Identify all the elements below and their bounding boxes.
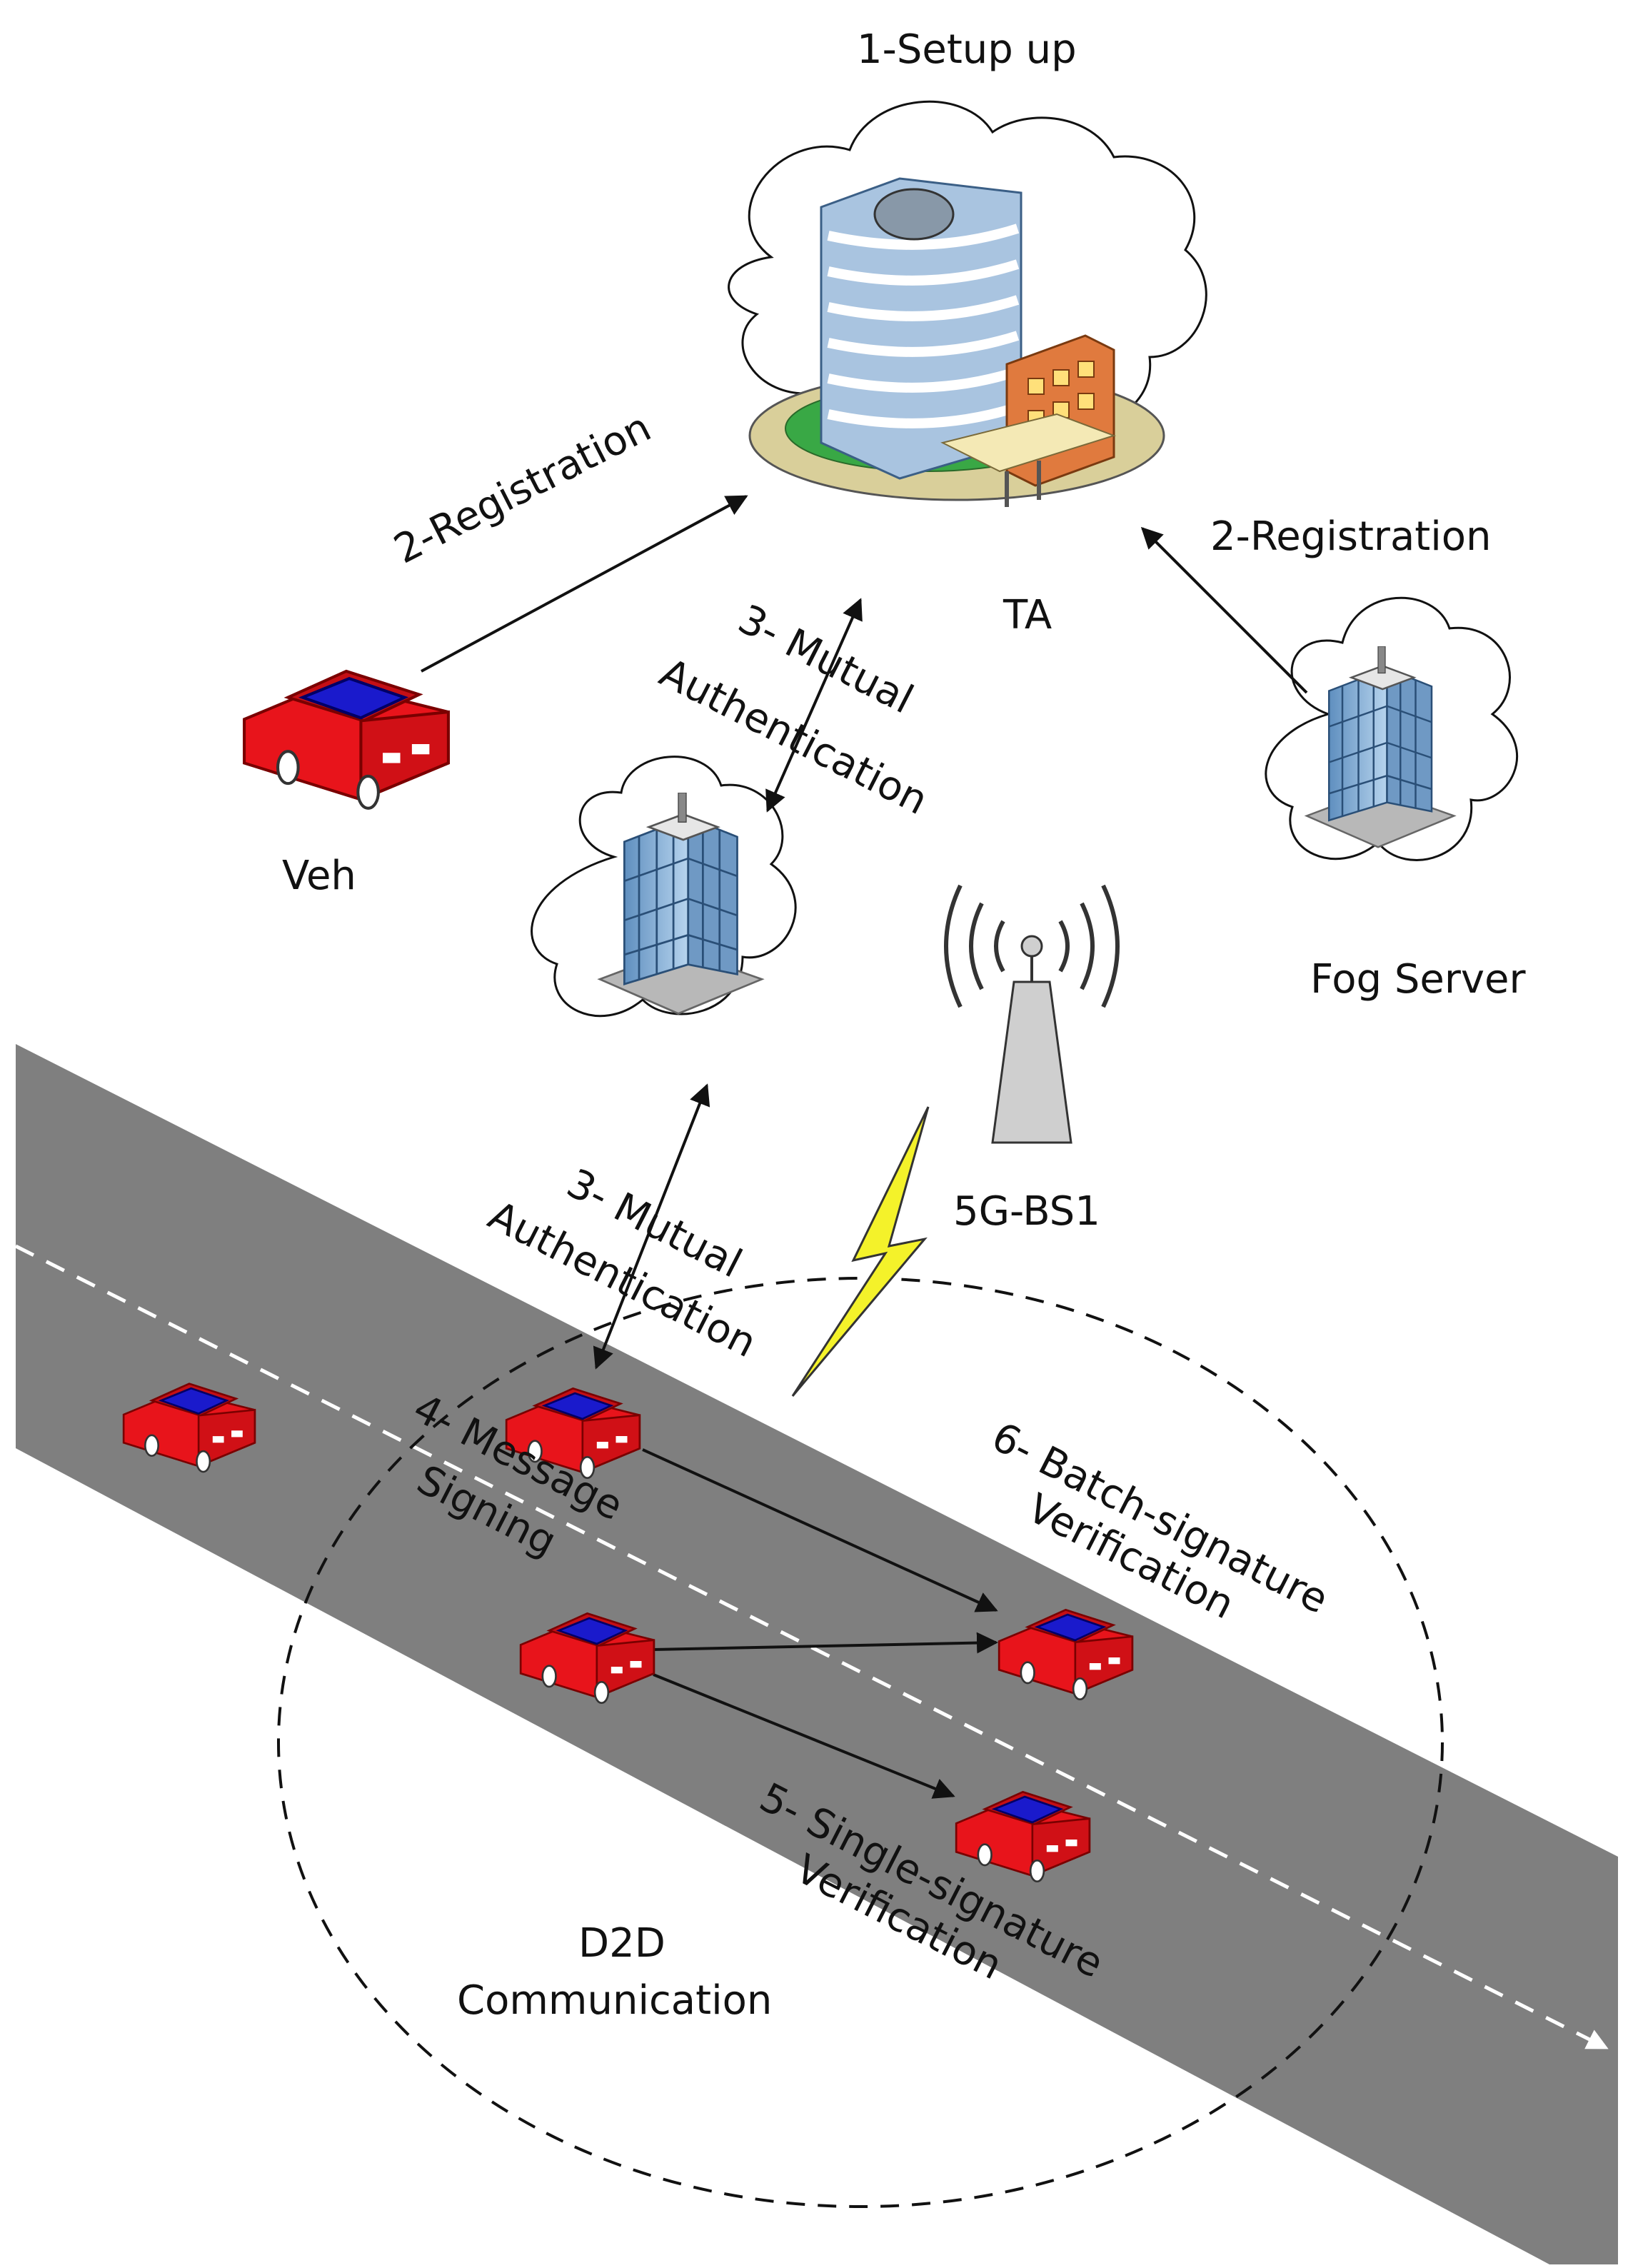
base-station-icon	[944, 884, 1120, 1144]
arrow-signer2-to-verifier-single	[653, 1673, 955, 1799]
arrow-rsu-vehicle-mutual-auth	[593, 1083, 710, 1370]
ta-building-icon	[748, 177, 1165, 507]
arrow-signer1-to-verifier-batch	[642, 1448, 998, 1612]
d2d-label-line1: D2D	[578, 1920, 665, 1967]
ta-label: TA	[1003, 592, 1052, 638]
arrow-rsu-ta-mutual-auth	[765, 598, 863, 813]
base-station-label: 5G-BS1	[953, 1188, 1100, 1235]
arrow-signer2-to-verifier-batch	[653, 1632, 998, 1654]
d2d-range-ellipse	[277, 1277, 1444, 2208]
registration-right-label: 2-Registration	[1210, 513, 1492, 560]
veh-label: Veh	[282, 853, 356, 899]
setup-label: 1-Setup up	[857, 26, 1077, 73]
registering-vehicle-icon	[244, 671, 448, 808]
arrow-fog-to-ta	[1140, 526, 1308, 694]
wireless-link-icon	[791, 1106, 930, 1397]
fog-server-label: Fog Server	[1310, 956, 1526, 1003]
d2d-label-line2: Communication	[457, 1977, 772, 2024]
road-lane-divider	[14, 1244, 1609, 2050]
arrow-veh-to-ta	[421, 495, 748, 673]
registration-left-label: 2-Registration	[387, 404, 658, 573]
road	[16, 1044, 1618, 2264]
